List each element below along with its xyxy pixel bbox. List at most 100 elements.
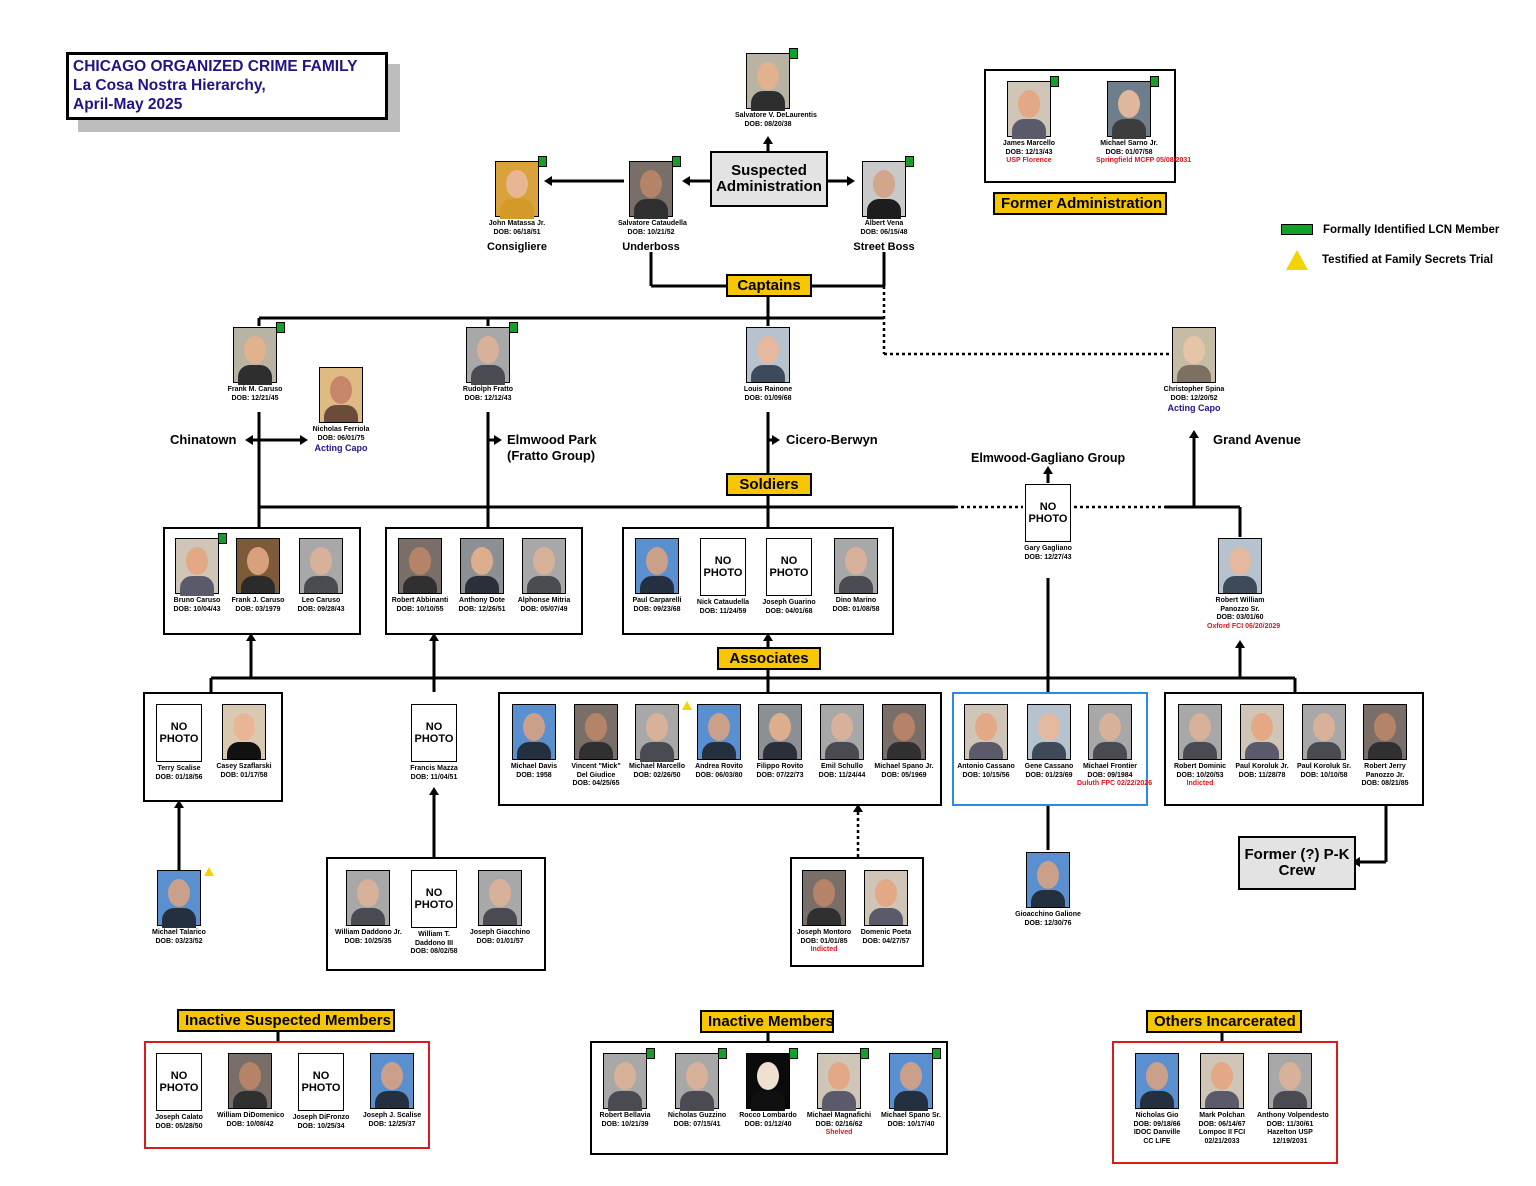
person-dob: DOB: 06/15/48 <box>860 228 908 236</box>
person-photo <box>1200 1053 1244 1109</box>
person-name: Robert William <box>1215 597 1265 604</box>
person-dob: DOB: 09/18/66 <box>1133 1120 1181 1128</box>
person-name: Louis Rainone <box>743 386 793 393</box>
suspected-admin-label: Suspected Administration <box>710 151 828 207</box>
associates-label: Associates <box>717 647 821 670</box>
no-photo-placeholder: NO PHOTO <box>700 538 746 596</box>
person-name: Domenic Poeta <box>860 929 912 936</box>
person-dob: DOB: 12/30/76 <box>1024 919 1072 927</box>
person-name: Mark Polchan <box>1199 1112 1245 1119</box>
person-dob: DOB: 06/01/75 <box>317 434 365 442</box>
person-name: Robert Jerry <box>1364 763 1406 770</box>
arrowhead <box>763 633 773 641</box>
person-dob: DOB: 08/20/38 <box>744 120 792 128</box>
person-name: Joseph Guarino <box>762 599 816 606</box>
person-dob: DOB: 03/23/52 <box>155 937 203 945</box>
person-photo <box>834 538 878 594</box>
person-name: Michael Talarico <box>152 929 206 936</box>
person-photo <box>512 704 556 760</box>
chart-title-box: CHICAGO ORGANIZED CRIME FAMILY La Cosa N… <box>66 52 388 120</box>
person-dob: DOB: 12/27/43 <box>1024 553 1072 561</box>
person-dob: DOB: 01/18/56 <box>155 773 203 781</box>
person-detail: CC LIFE <box>1143 1137 1171 1145</box>
person-dob: DOB: 01/01/85 <box>800 937 848 945</box>
arrowhead <box>1189 430 1199 438</box>
person-dob: DOB: 11/04/51 <box>410 773 458 781</box>
person-name: Salvatore V. DeLaurentis <box>735 112 817 119</box>
person-photo <box>1302 704 1346 760</box>
person-photo <box>802 870 846 926</box>
person-photo <box>1363 704 1407 760</box>
person-name: Robert Dominic <box>1173 763 1227 770</box>
person-photo <box>964 704 1008 760</box>
member-flag-icon <box>672 156 681 167</box>
inactive-suspected-label: Inactive Suspected Members <box>177 1009 395 1032</box>
former-pk-crew-label: Former (?) P-K Crew <box>1238 836 1356 890</box>
person-note: Shelved <box>825 1129 853 1136</box>
person-dob: DOB: 04/27/57 <box>862 937 910 945</box>
person-photo <box>1007 76 1059 139</box>
person-dob: DOB: 06/18/51 <box>493 228 541 236</box>
person-name-2: Daddono III <box>414 939 454 947</box>
person-photo <box>1088 704 1132 760</box>
no-photo-placeholder: NO PHOTO <box>1025 484 1071 542</box>
person-note: Oxford FCI 06/20/2029 <box>1207 622 1281 630</box>
person-name: Vincent "Mick" <box>571 763 621 770</box>
person-dob: DOB: 11/24/44 <box>818 771 866 779</box>
person-name-2: Panozzo Jr. <box>1365 771 1405 779</box>
person-dob: DOB: 11/24/59 <box>699 607 747 615</box>
person-photo <box>629 156 681 219</box>
person-photo <box>157 867 214 928</box>
person-dob: DOB: 03/1979 <box>235 605 281 613</box>
person-spano-sr: Michael Spano Sr.DOB: 10/17/40 <box>878 1048 944 1129</box>
person-name: Rocco Lombardo <box>739 1112 797 1119</box>
person-dob: DOB: 01/12/40 <box>744 1120 792 1128</box>
member-flag-icon <box>718 1048 727 1059</box>
person-photo <box>398 538 442 594</box>
person-name: Michael Marcello <box>628 763 686 770</box>
person-role: Street Boss <box>853 241 915 253</box>
person-dob: DOB: 12/20/52 <box>1170 394 1218 402</box>
others-incarcerated-label: Others Incarcerated <box>1146 1010 1302 1033</box>
person-photo <box>1027 704 1071 760</box>
legend-green: Formally Identified LCN Member <box>1281 224 1499 236</box>
person-dob: DOB: 08/02/58 <box>410 948 458 955</box>
person-dob: DOB: 03/01/60 <box>1216 614 1264 621</box>
person-dob: DOB: 11/30/61 <box>1266 1120 1314 1128</box>
legend-green-label: Formally Identified LCN Member <box>1323 224 1500 236</box>
person-name: Rudolph Fratto <box>462 386 514 393</box>
person-dob: DOB: 09/1984 <box>1087 771 1133 779</box>
title-line-1: CHICAGO ORGANIZED CRIME FAMILY <box>73 58 358 75</box>
person-dob: DOB: 01/17/58 <box>220 771 268 779</box>
person-name-2: Panozzo Sr. <box>1220 605 1260 613</box>
person-dob: DOB: 12/12/43 <box>464 394 512 402</box>
person-name: William T. <box>418 931 450 938</box>
person-role: Underboss <box>622 241 680 253</box>
arrowhead <box>1352 857 1360 867</box>
person-dob: DOB: 01/23/69 <box>1025 771 1073 779</box>
crew-chinatown: Chinatown <box>170 432 237 447</box>
person-dob: DOB: 12/26/51 <box>458 605 506 613</box>
person-name: Robert Bellavia <box>599 1112 651 1119</box>
person-photo <box>233 322 285 385</box>
